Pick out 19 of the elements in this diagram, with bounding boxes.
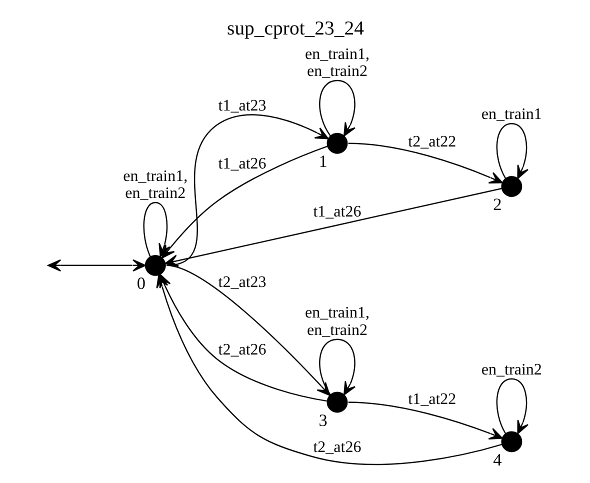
edge-label: t1_at22 <box>408 390 456 408</box>
node-label: 4 <box>492 450 502 469</box>
node-label: 3 <box>318 410 327 430</box>
node-label: 1 <box>318 152 327 171</box>
edge-label: en_train2 <box>480 360 542 378</box>
edge-label: t1_at26 <box>312 203 361 220</box>
edge-label: t1_at26 <box>218 155 266 172</box>
diagram-title: sup_cprot_23_24 <box>226 17 364 40</box>
edge-label: en_train1, en_train2 <box>304 45 369 80</box>
edge-label: en_train1 <box>480 106 542 123</box>
edge-label: t2_at23 <box>218 273 266 290</box>
node-label: 2 <box>492 194 502 214</box>
edge-label: t2_at26 <box>312 438 361 456</box>
node-label: 0 <box>136 274 146 293</box>
edge-label: t2_at26 <box>218 341 266 358</box>
edge-label: en_train1, en_train2 <box>304 304 369 338</box>
edge-label: t1_at23 <box>218 97 266 114</box>
edge-label: t2_at22 <box>408 132 456 150</box>
edge-label: en_train1, en_train2 <box>122 167 188 202</box>
